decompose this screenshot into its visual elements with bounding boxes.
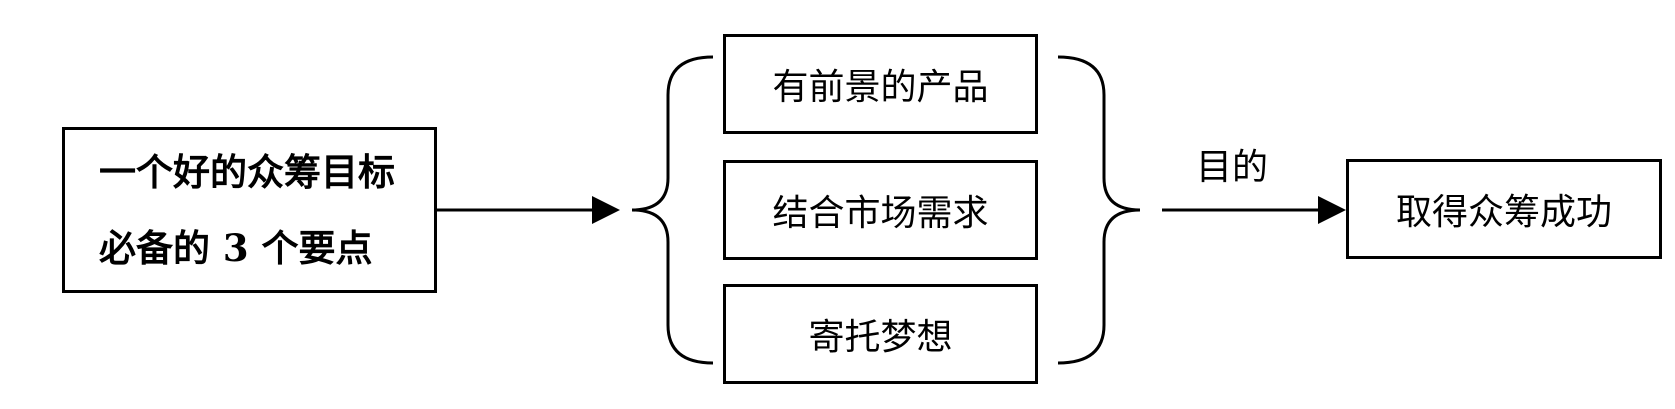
source-line-1: 一个好的众筹目标: [99, 150, 395, 194]
point-label-1: 有前景的产品: [772, 67, 989, 108]
point-box-1: 有前景的产品: [723, 34, 1038, 134]
result-label: 取得众筹成功: [1395, 192, 1612, 233]
left-brace: [631, 55, 714, 365]
point-label-3: 寄托梦想: [808, 317, 953, 358]
point-box-2: 结合市场需求: [723, 160, 1038, 260]
right-brace: [1057, 55, 1141, 365]
result-box: 取得众筹成功: [1346, 159, 1662, 259]
source-box: 一个好的众筹目标 必备的 3 个要点: [62, 127, 437, 293]
arrow-source-to-points: [437, 196, 620, 224]
source-line-2: 必备的 3 个要点: [99, 226, 373, 270]
arrow-points-to-result: [1162, 196, 1346, 224]
point-label-2: 结合市场需求: [772, 193, 989, 234]
purpose-label: 目的: [1196, 147, 1269, 188]
point-box-3: 寄托梦想: [723, 284, 1038, 384]
